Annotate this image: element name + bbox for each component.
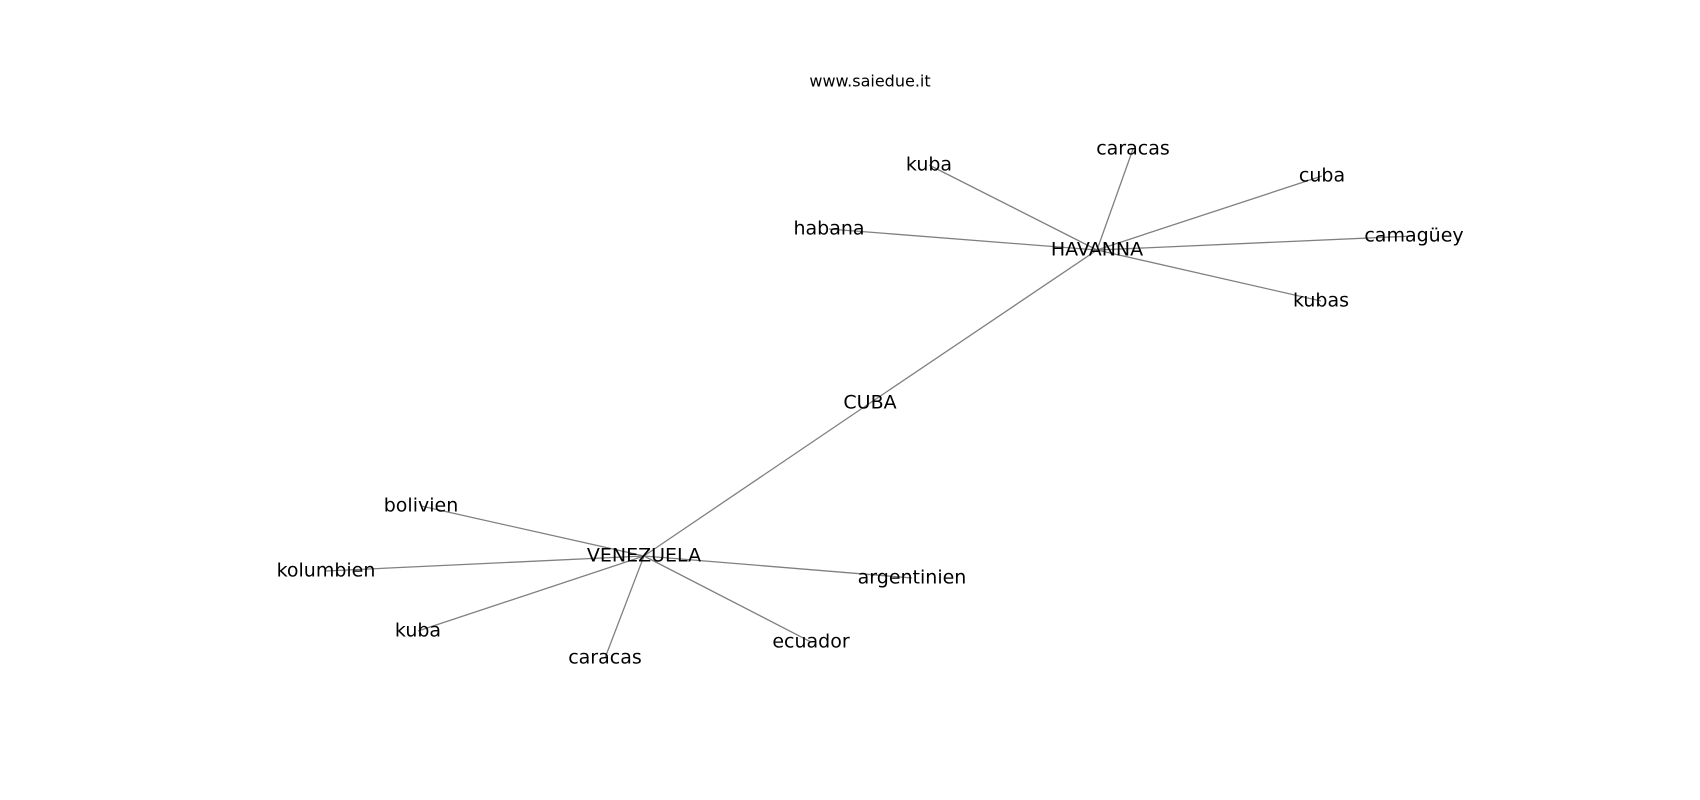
node-label-v-argentinien: argentinien [858, 567, 967, 589]
node-label-v-kuba: kuba [395, 620, 441, 642]
edge-havanna-h_habana [828, 228, 1098, 251]
edge-venezuela-v_ecuador [643, 555, 812, 643]
node-label-v-ecuador: ecuador [772, 631, 850, 653]
node-label-cuba-root: CUBA [843, 392, 896, 414]
node-label-h-kuba: kuba [906, 154, 952, 176]
node-label-v-caracas: caracas [568, 647, 642, 669]
edge-venezuela-v_argentinien [643, 555, 913, 579]
edge-cuba_root-havanna [869, 249, 1098, 404]
edge-havanna-h_caracas [1096, 148, 1134, 251]
node-label-h-camaguey: camagüey [1364, 225, 1463, 247]
node-label-h-cuba: cuba [1299, 165, 1345, 187]
edge-havanna-h_kuba [928, 164, 1098, 251]
node-label-h-kubas: kubas [1293, 290, 1349, 312]
edge-venezuela-v_caracas [604, 555, 645, 659]
edges-layer [325, 148, 1415, 659]
edge-havanna-h_cuba [1096, 175, 1323, 251]
edge-venezuela-v_kolumbien [325, 555, 645, 572]
edge-havanna-h_kubas [1096, 249, 1322, 302]
edge-venezuela-v_kuba [417, 555, 645, 632]
edge-cuba_root-venezuela [643, 402, 871, 557]
node-label-h-caracas: caracas [1096, 138, 1170, 160]
edge-havanna-h_camaguey [1096, 235, 1415, 251]
node-label-v-kolumbien: kolumbien [277, 560, 376, 582]
watermark-text: www.saiedue.it [809, 72, 930, 91]
node-label-havanna: HAVANNA [1051, 239, 1143, 261]
node-label-venezuela: VENEZUELA [587, 545, 701, 567]
node-label-h-habana: habana [793, 218, 864, 240]
edge-venezuela-v_bolivien [420, 505, 645, 557]
node-label-v-bolivien: bolivien [384, 495, 459, 517]
nodes-layer: CUBA HAVANNA VENEZUELA kuba caracas cuba haban… [277, 138, 1464, 669]
